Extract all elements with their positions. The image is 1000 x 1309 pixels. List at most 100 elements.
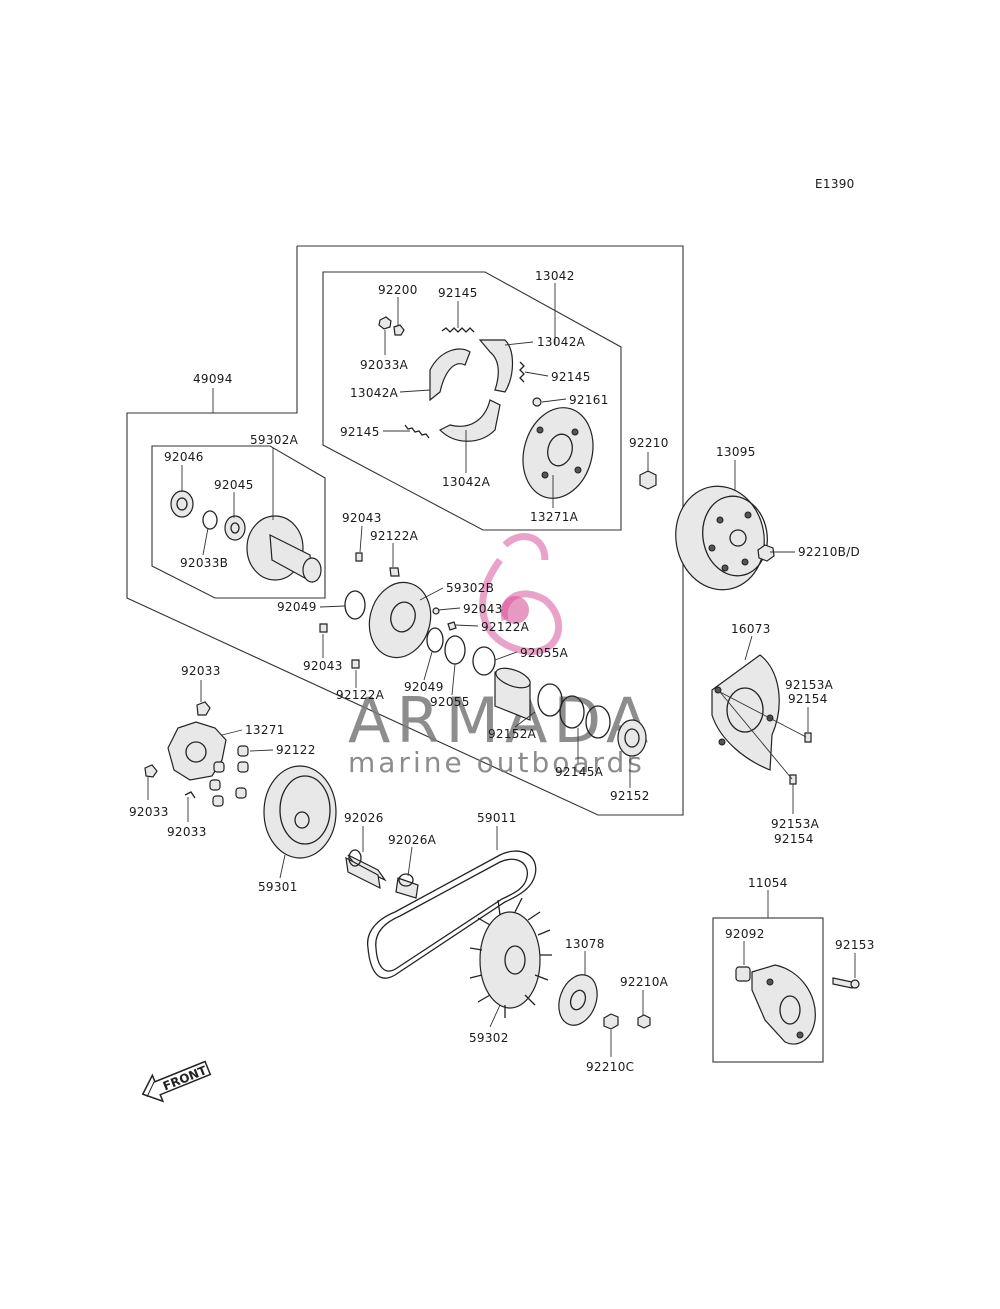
- label-92033-bottom: 92033: [167, 825, 207, 839]
- label-13042A-1: 13042A: [537, 335, 586, 349]
- diagram-code: E1390: [815, 177, 855, 191]
- roller-92122-2-icon: [213, 761, 225, 773]
- sheave-59302B-icon: [368, 581, 432, 659]
- label-92122A-2: 92122A: [481, 620, 530, 634]
- pin-92043-3-icon: [319, 623, 328, 633]
- roller-92122A-3-icon: [351, 659, 360, 669]
- label-92045: 92045: [214, 478, 254, 492]
- bolt-92153A-1-icon: [804, 732, 812, 743]
- label-92152A: 92152A: [488, 727, 537, 741]
- label-92055: 92055: [430, 695, 470, 709]
- label-59301: 59301: [258, 880, 298, 894]
- label-59011: 59011: [477, 811, 517, 825]
- part-92033A-icon: [378, 316, 392, 330]
- label-92033B: 92033B: [180, 556, 228, 570]
- roller-92122A-1-icon: [389, 567, 400, 577]
- bolt-92153-icon: [832, 977, 853, 989]
- label-13042A-2: 13042A: [350, 386, 399, 400]
- frame-49094: [126, 245, 684, 816]
- clutch-shoe-left-icon: [429, 348, 471, 402]
- bearing-92145A-1-icon: [559, 695, 585, 729]
- front-arrow: FRONT: [141, 1060, 212, 1103]
- roller-92122-3-icon: [237, 761, 249, 773]
- label-92043-3: 92043: [303, 659, 343, 673]
- seal-92049-icon: [344, 590, 366, 620]
- label-92122A-3: 92122A: [336, 688, 385, 702]
- slider-92033-top-icon: [196, 701, 211, 716]
- watermark: ARMADA marine outboards: [348, 533, 648, 779]
- label-13095: 13095: [716, 445, 756, 459]
- ramp-plate-13271-group: [144, 701, 249, 807]
- front-label: FRONT: [161, 1063, 210, 1093]
- label-92145-right: 92145: [551, 370, 591, 384]
- bearing-92145A-2-icon: [585, 705, 611, 739]
- label-92049-1: 92049: [277, 600, 317, 614]
- label-92033-left: 92033: [129, 805, 169, 819]
- label-92122A-1: 92122A: [370, 529, 419, 543]
- sheave-59302A-group: [170, 490, 322, 584]
- label-92161: 92161: [569, 393, 609, 407]
- roller-92122-4-icon: [209, 779, 221, 791]
- spring-92145-top: [441, 327, 475, 333]
- cover-16073: [711, 654, 812, 785]
- fan-pulley-59302: [469, 897, 552, 1018]
- label-92154-2: 92154: [774, 832, 814, 846]
- label-59302B: 59302B: [446, 581, 494, 595]
- label-13271: 13271: [245, 723, 285, 737]
- clutch-drum-13095: [675, 485, 768, 591]
- clutch-shoe-group: [378, 316, 594, 499]
- bearing-92045-icon: [224, 515, 246, 541]
- clutch-shoe-top-icon: [478, 339, 514, 393]
- circlip-92033B-icon: [202, 510, 218, 530]
- collars-92026: [345, 849, 419, 899]
- seal-92049-2-icon: [426, 627, 444, 653]
- label-13042A-3: 13042A: [442, 475, 491, 489]
- part-13078-group: [558, 974, 651, 1030]
- label-92153A-2: 92153A: [771, 817, 820, 831]
- nut-92210A-icon: [637, 1014, 651, 1029]
- belt-59011: [367, 850, 537, 979]
- watermark-tagline: marine outboards: [348, 746, 645, 779]
- label-92154-1: 92154: [788, 692, 828, 706]
- clutch-plate-13271A-icon: [522, 407, 594, 499]
- label-92043-1: 92043: [342, 511, 382, 525]
- bearing-92152-icon: [617, 719, 647, 757]
- oring-92055-icon: [444, 635, 466, 665]
- oring-92055A-icon: [472, 646, 496, 676]
- label-92210BD: 92210B/D: [798, 545, 860, 559]
- roller-92122-5-icon: [235, 787, 247, 799]
- label-92026: 92026: [344, 811, 384, 825]
- leader-lines: [147, 283, 856, 1057]
- label-13078: 13078: [565, 937, 605, 951]
- bearing-92152A-icon: [537, 683, 563, 717]
- spring-92145-right: [519, 361, 525, 383]
- bracket-11054: [735, 964, 860, 1045]
- pulley-59301: [263, 765, 337, 859]
- label-13042: 13042: [535, 269, 575, 283]
- label-92210: 92210: [629, 436, 669, 450]
- label-92200: 92200: [378, 283, 418, 297]
- label-92055A: 92055A: [520, 646, 569, 660]
- frame-13042: [322, 271, 622, 531]
- label-92210C: 92210C: [586, 1060, 634, 1074]
- bearing-92046-icon: [170, 490, 194, 518]
- label-16073: 16073: [731, 622, 771, 636]
- label-92145-top: 92145: [438, 286, 478, 300]
- part-92161-icon: [532, 397, 542, 407]
- nut-92210-icon: [639, 470, 657, 490]
- label-92046: 92046: [164, 450, 204, 464]
- label-13271A: 13271A: [530, 510, 579, 524]
- label-92145-left: 92145: [340, 425, 380, 439]
- label-11054: 11054: [748, 876, 788, 890]
- label-59302: 59302: [469, 1031, 509, 1045]
- label-92026A: 92026A: [388, 833, 437, 847]
- label-92033-top: 92033: [181, 664, 221, 678]
- sheave-59302B-group: [319, 552, 647, 757]
- label-92033A: 92033A: [360, 358, 409, 372]
- label-92145A: 92145A: [555, 765, 604, 779]
- label-49094: 49094: [193, 372, 233, 386]
- label-92043-2: 92043: [463, 602, 503, 616]
- label-92152: 92152: [610, 789, 650, 803]
- ramp-plate-13271-icon: [167, 721, 227, 781]
